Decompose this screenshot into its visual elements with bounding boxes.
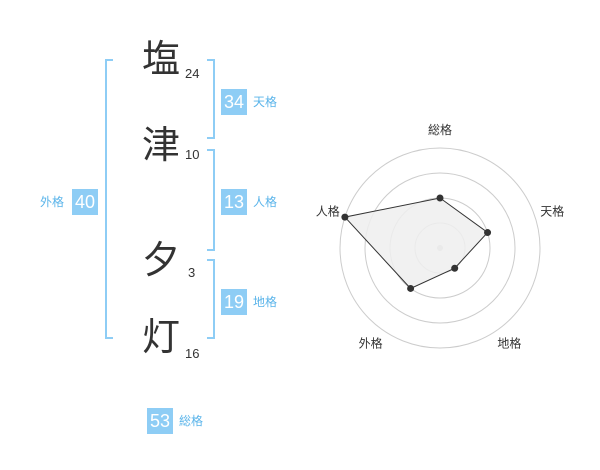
gaikaku-label: 外格 bbox=[40, 195, 65, 209]
radar-axis-label: 天格 bbox=[540, 204, 564, 219]
radar-point bbox=[451, 264, 459, 272]
jinkaku-value: 13 bbox=[221, 189, 247, 215]
stroke-count-1: 24 bbox=[185, 66, 200, 81]
radar-point bbox=[436, 194, 444, 202]
name-char-3: 夕 bbox=[142, 238, 181, 282]
chikaku-bracket bbox=[207, 259, 215, 339]
radar-ring bbox=[364, 172, 516, 324]
radar-axis-label: 総格 bbox=[428, 122, 452, 137]
jinkaku-bracket bbox=[207, 149, 215, 251]
chikaku-value: 19 bbox=[221, 289, 247, 315]
gaikaku-bracket bbox=[105, 59, 113, 339]
radar-area bbox=[343, 197, 489, 290]
radar-point bbox=[407, 284, 415, 292]
tenkaku-value: 34 bbox=[221, 89, 247, 115]
radar-ring bbox=[339, 147, 541, 349]
radar-axis-label: 外格 bbox=[359, 336, 383, 351]
gaikaku-value: 40 bbox=[72, 189, 98, 215]
jinkaku-label: 人格 bbox=[253, 195, 278, 209]
stroke-count-4: 16 bbox=[185, 346, 200, 361]
tenkaku-label: 天格 bbox=[253, 95, 278, 109]
name-char-4: 灯 bbox=[142, 315, 181, 359]
stroke-count-3: 3 bbox=[188, 265, 196, 280]
radar-axis-label: 人格 bbox=[316, 204, 340, 219]
name-char-1: 塩 bbox=[142, 37, 181, 81]
soukaku-label: 総格 bbox=[179, 414, 204, 428]
radar-axis-label: 地格 bbox=[497, 336, 521, 351]
soukaku-value: 53 bbox=[147, 408, 173, 434]
radar-point bbox=[341, 213, 349, 221]
chikaku-label: 地格 bbox=[253, 295, 278, 309]
radar-point bbox=[484, 229, 492, 237]
name-char-2: 津 bbox=[142, 123, 181, 167]
tenkaku-bracket bbox=[207, 59, 215, 139]
stroke-count-2: 10 bbox=[185, 147, 200, 162]
